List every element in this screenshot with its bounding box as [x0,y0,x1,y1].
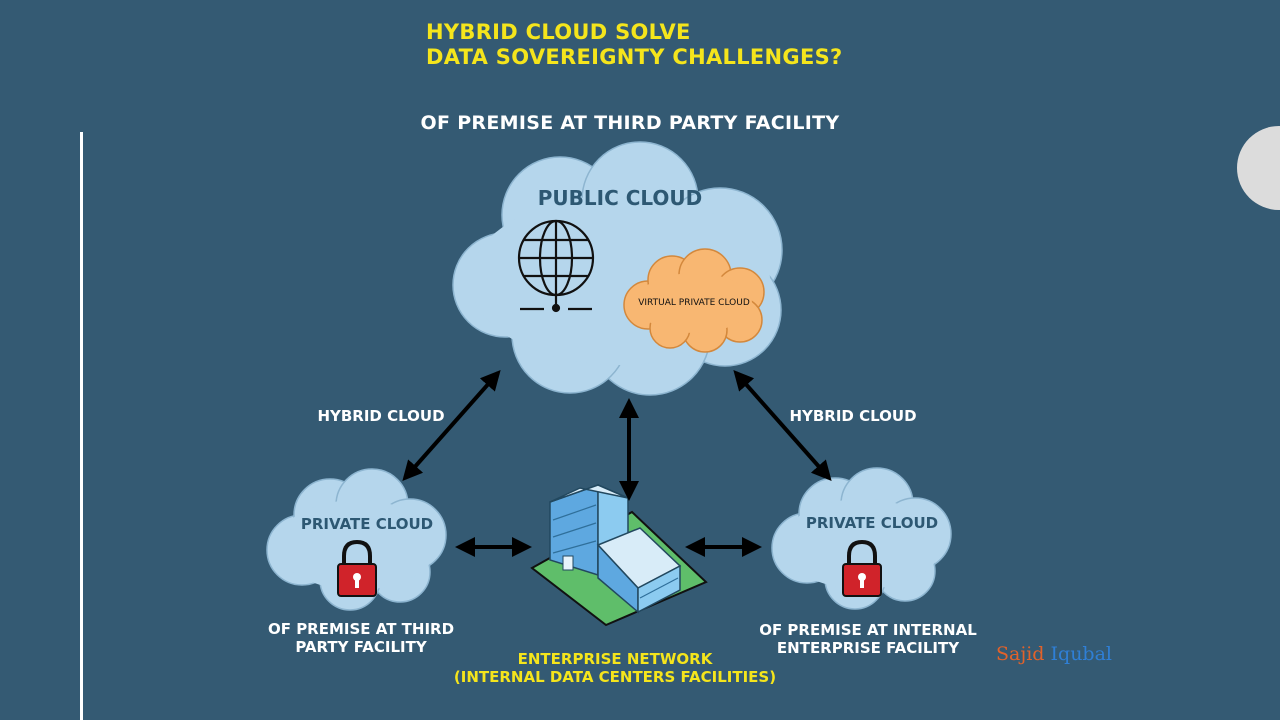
private-cloud-right-label: PRIVATE CLOUD [805,514,939,532]
left-caption-line-1: OF PREMISE AT THIRD [267,620,455,638]
left-caption-line-2: PARTY FACILITY [295,638,427,656]
right-caption-line-2: ENTERPRISE FACILITY [776,639,960,657]
author-signature: Sajid Iqubal [996,643,1112,665]
vertical-divider [80,132,83,720]
private-cloud-right-caption: OF PREMISE AT INTERNAL ENTERPRISE FACILI… [741,621,995,657]
enterprise-line-2: (INTERNAL DATA CENTERS FACILITIES) [453,668,777,686]
private-cloud-left-label: PRIVATE CLOUD [300,515,434,533]
enterprise-line-1: ENTERPRISE NETWORK [517,650,713,668]
slide-title: HYBRID CLOUD SOLVE DATA SOVEREIGNTY CHAL… [426,20,843,70]
lock-icon-right [842,539,882,597]
right-caption-line-1: OF PREMISE AT INTERNAL [759,621,977,639]
title-line-2: DATA SOVEREIGNTY CHALLENGES? [426,45,843,69]
virtual-private-cloud-label: VIRTUAL PRIVATE CLOUD [638,298,750,308]
enterprise-network-caption: ENTERPRISE NETWORK (INTERNAL DATA CENTER… [420,650,810,686]
signature-first: Sajid [996,643,1045,665]
hybrid-cloud-label-left: HYBRID CLOUD [317,407,445,425]
globe-network-icon [517,219,595,313]
arrow-left-to-public [402,370,501,481]
lock-icon-left [337,539,377,597]
slide-subtitle: OF PREMISE AT THIRD PARTY FACILITY [420,112,840,134]
signature-last: Iqubal [1050,643,1113,665]
enterprise-building-icon [530,483,708,627]
connection-arrows [402,370,832,557]
hybrid-cloud-label-right: HYBRID CLOUD [789,407,917,425]
public-cloud-label: PUBLIC CLOUD [537,186,703,210]
title-line-1: HYBRID CLOUD SOLVE [426,20,691,44]
private-cloud-left-caption: OF PREMISE AT THIRD PARTY FACILITY [245,620,477,656]
arrow-right-to-public [733,370,832,481]
